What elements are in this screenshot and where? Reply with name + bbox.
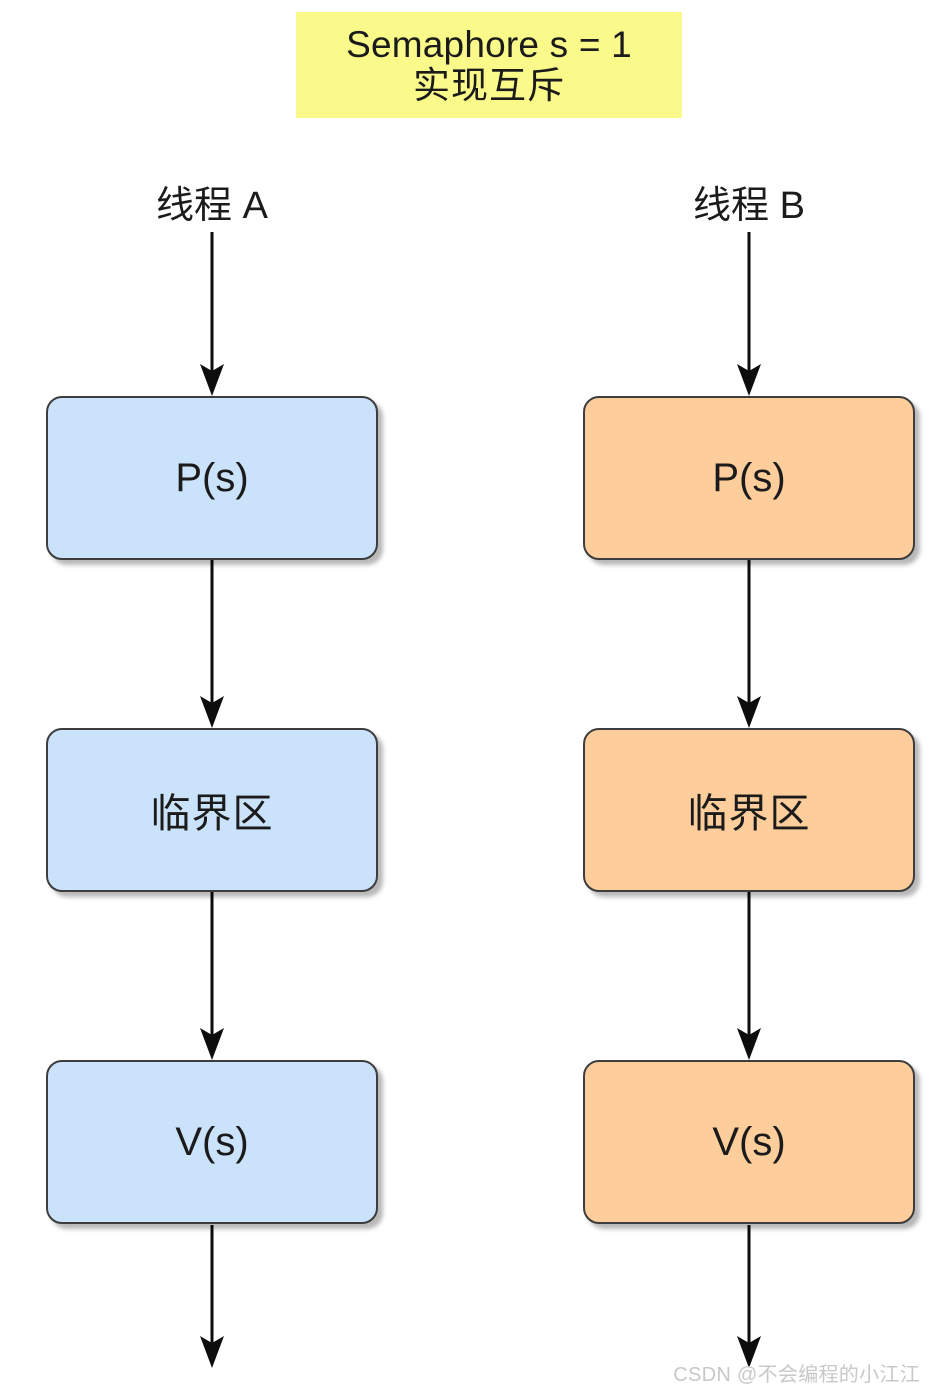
thread-a-header: 线程 A [156,185,268,227]
thread-a-step-critical-section-label: 临界区 [150,792,274,836]
arrow-thread-b-header-to-p [734,232,764,398]
title-line-semaphore: Semaphore s = 1 [346,23,632,65]
thread-a-step-v-label: V(s) [175,1119,249,1164]
arrow-thread-a-header-to-p [197,232,227,398]
thread-b-step-p-label: P(s) [712,455,786,500]
arrow-thread-a-p-to-critical [197,560,227,730]
thread-a-step-p[interactable]: P(s) [46,396,378,560]
arrow-thread-b-p-to-critical [734,560,764,730]
thread-a-step-v[interactable]: V(s) [46,1060,378,1224]
thread-b-step-v[interactable]: V(s) [583,1060,915,1224]
thread-a-step-critical-section[interactable]: 临界区 [46,728,378,892]
thread-b-step-v-label: V(s) [712,1119,786,1164]
thread-b-step-p[interactable]: P(s) [583,396,915,560]
thread-b-header: 线程 B [693,185,805,227]
thread-b-step-critical-section-label: 临界区 [687,792,811,836]
thread-b-step-critical-section[interactable]: 临界区 [583,728,915,892]
title-banner: Semaphore s = 1 实现互斥 [296,12,682,118]
arrow-thread-a-v-to-end [197,1225,227,1370]
arrow-thread-b-v-to-end [734,1225,764,1370]
thread-a-step-p-label: P(s) [175,455,249,500]
arrow-thread-b-critical-to-v [734,892,764,1062]
arrow-thread-a-critical-to-v [197,892,227,1062]
title-line-mutual-exclusion: 实现互斥 [413,65,565,106]
csdn-watermark: CSDN @不会编程的小江江 [673,1364,920,1386]
